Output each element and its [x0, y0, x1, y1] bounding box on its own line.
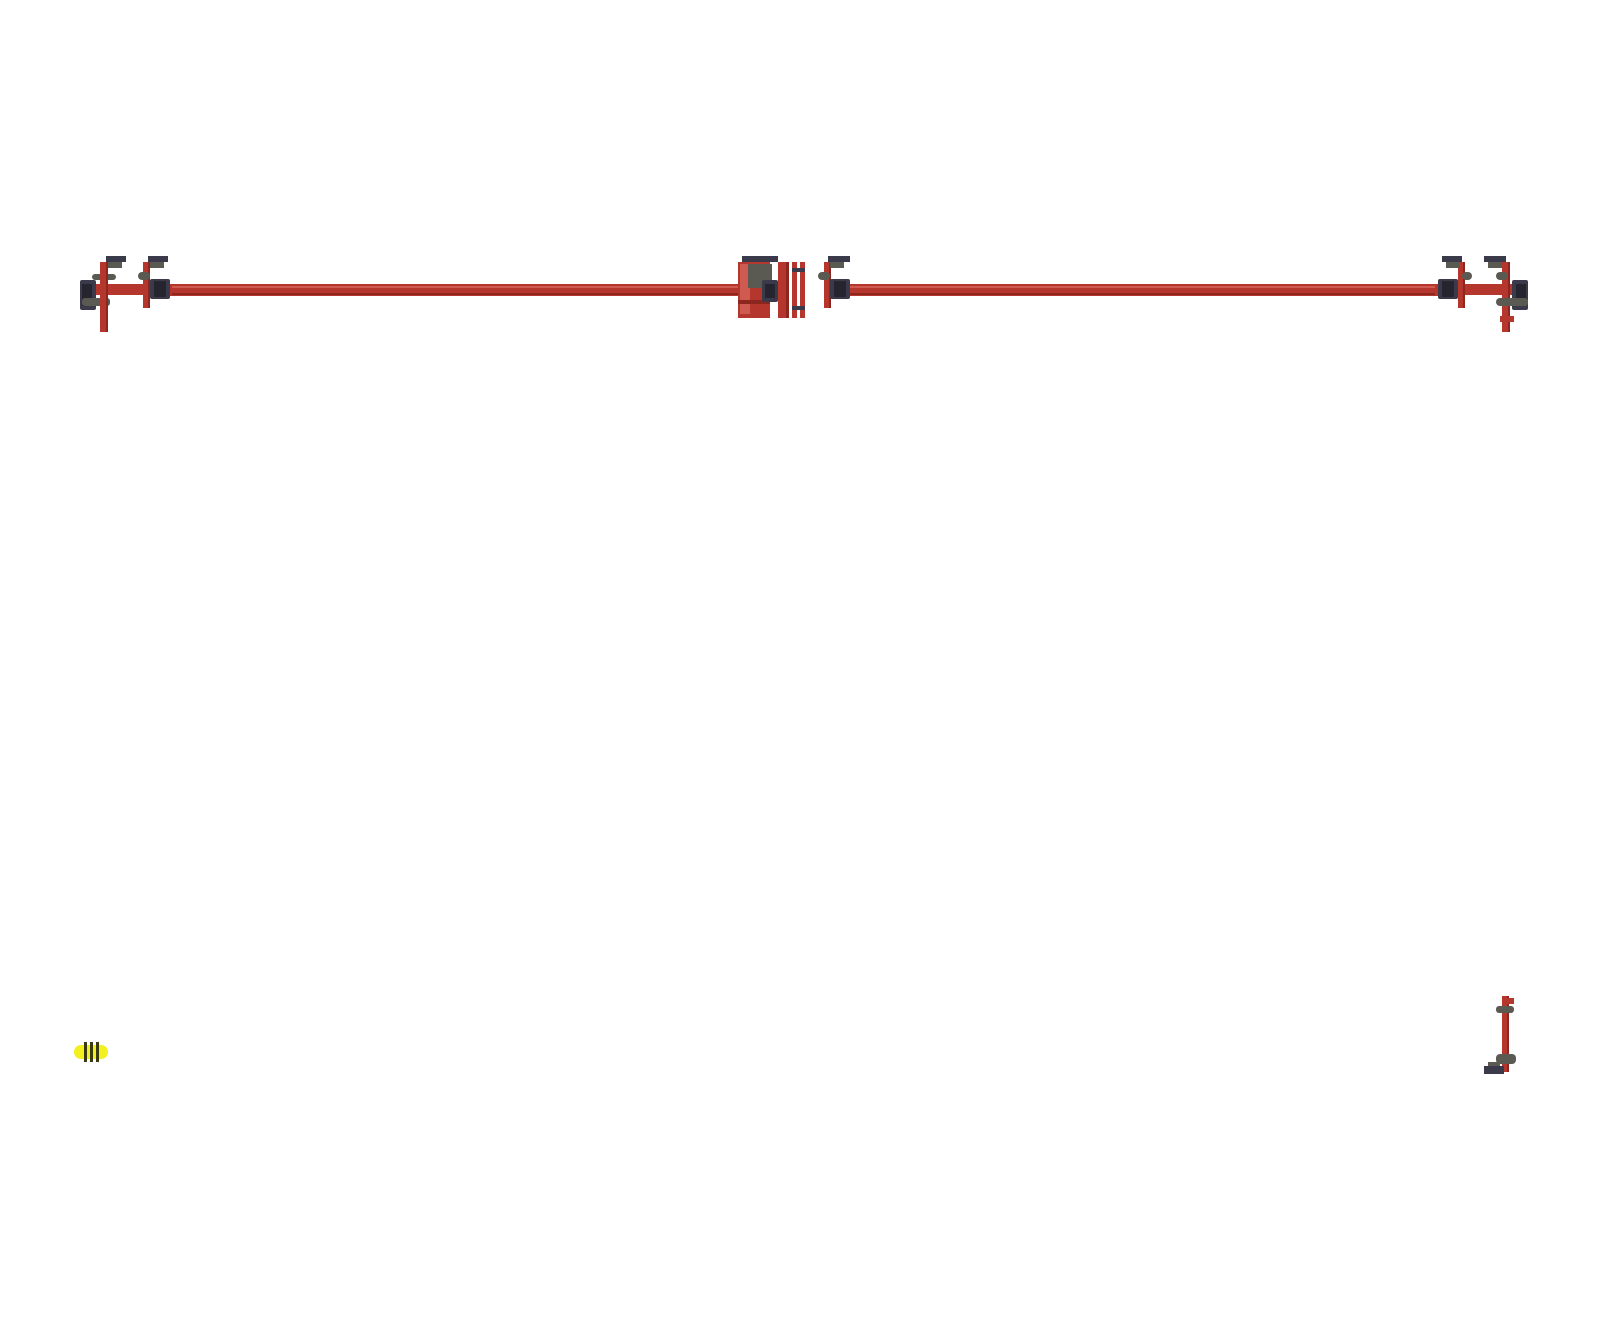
center-gearbox: [738, 256, 789, 318]
left-shaft-highlight: [170, 286, 740, 288]
right-shaft-highlight: [848, 286, 1438, 288]
left-plate-1: [100, 256, 126, 332]
left-shaft-shadow: [170, 293, 740, 295]
center-right-plate: [818, 256, 850, 308]
right-plate-1: [1438, 256, 1472, 308]
standalone-vertical-bracket: [1484, 996, 1516, 1074]
right-shaft-shadow: [848, 293, 1438, 295]
main-shaft-assembly: [80, 256, 1528, 332]
left-end-bearing-block: [80, 274, 116, 310]
right-end-bearing-block: [1510, 280, 1528, 310]
left-end-shaft: [92, 284, 172, 295]
yellow-axis-indicator-icon: [74, 1042, 108, 1062]
left-plate-2: [138, 256, 170, 308]
center-coupling: [792, 262, 805, 318]
right-end-shaft: [1435, 284, 1527, 295]
